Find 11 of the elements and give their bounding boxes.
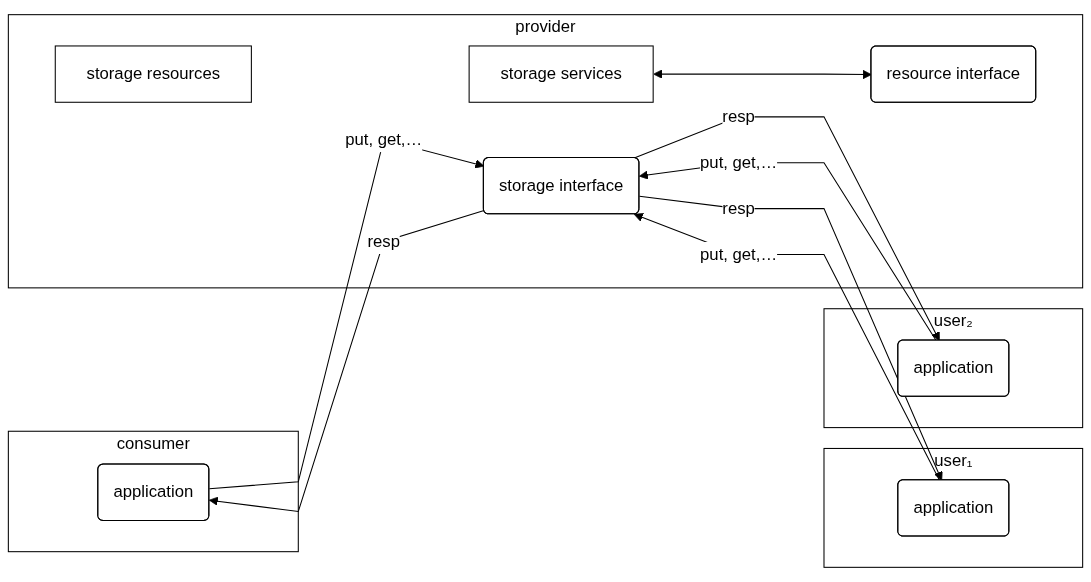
arrow xyxy=(633,116,940,341)
edge-label: resp xyxy=(722,107,755,126)
arrow xyxy=(208,210,485,513)
edge-label: put, get,… xyxy=(345,130,423,149)
edge-label: put, get,… xyxy=(700,153,778,172)
edge-label: resp xyxy=(722,199,755,217)
edge-label: put, get,… xyxy=(700,245,778,263)
edge-label: resp xyxy=(367,232,400,250)
node-box: storage resources xyxy=(54,45,252,103)
arrow xyxy=(639,162,937,342)
node-box: storage services xyxy=(468,45,654,103)
